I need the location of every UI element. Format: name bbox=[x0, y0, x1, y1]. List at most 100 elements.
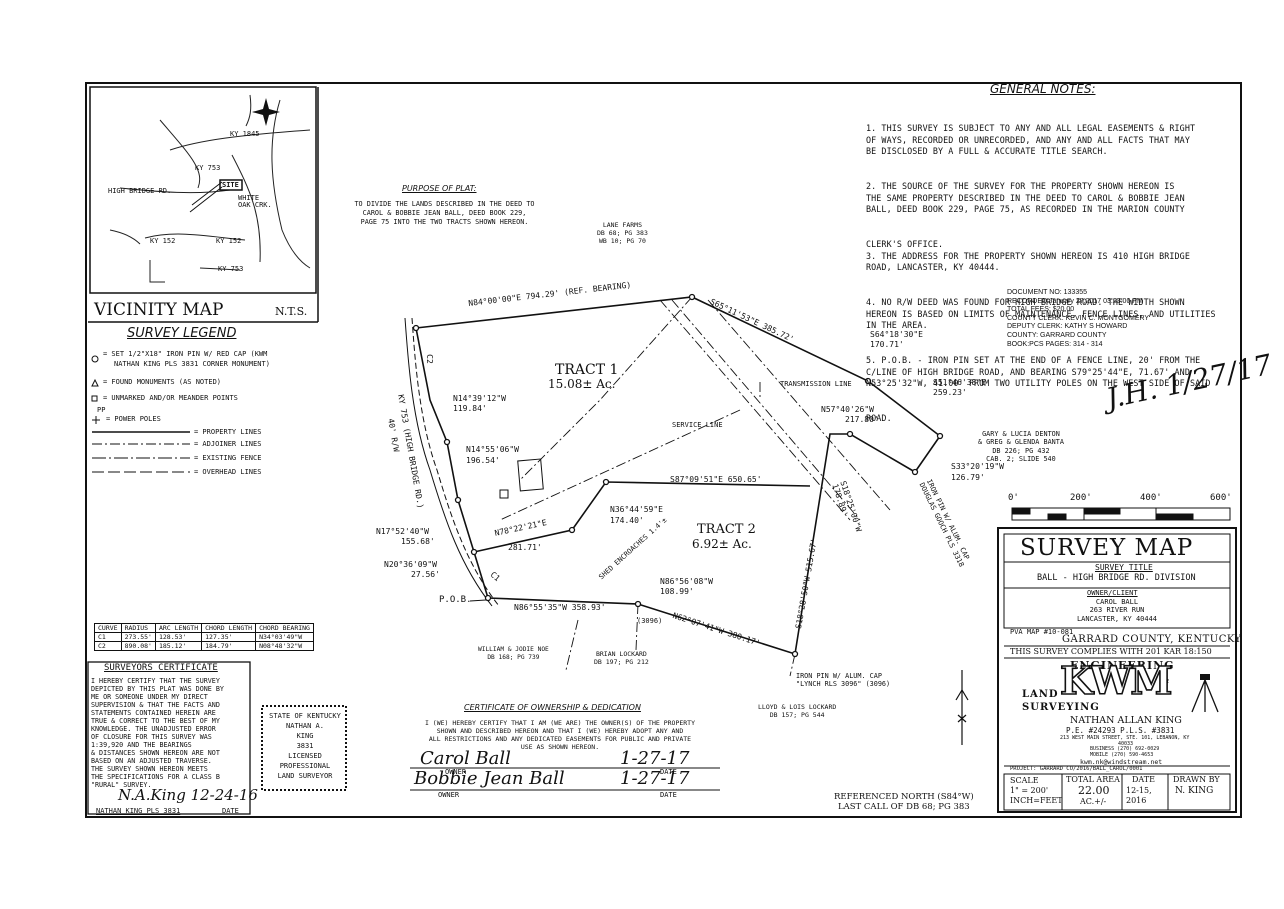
vicinity-map-title: VICINITY MAP bbox=[94, 300, 224, 320]
scale-value: 1" = 200' bbox=[1010, 786, 1049, 795]
tract2-name: TRACT 2 bbox=[697, 522, 756, 537]
label-ky152-west: KY 152 bbox=[150, 237, 176, 245]
transmission-line-label: TRANSMISSION LINE bbox=[780, 380, 852, 388]
surveyor-name: NATHAN ALLAN KING bbox=[1070, 715, 1182, 726]
title-block-frames bbox=[997, 527, 1237, 813]
distance-n36: 174.40' bbox=[610, 516, 644, 525]
surveyor-date-label: DATE bbox=[222, 807, 239, 815]
label-ky152-east: KY 152 bbox=[216, 237, 242, 245]
bearing-n57: N57°40'26"W bbox=[821, 405, 874, 414]
surveyor-cert-frame bbox=[87, 661, 251, 815]
scale-600: 600' bbox=[1210, 493, 1232, 503]
utility-lines bbox=[499, 296, 891, 521]
distance-s33: 126.79' bbox=[951, 473, 985, 482]
scale-bar bbox=[1011, 507, 1231, 521]
label-ky753-south: KY 753 bbox=[218, 265, 244, 273]
scale-label: SCALE bbox=[1010, 776, 1039, 785]
distance-n17: 155.68' bbox=[401, 537, 435, 546]
bearing-n14b: N14°55'06"W bbox=[466, 445, 519, 454]
survey-title-label: SURVEY TITLE bbox=[1095, 563, 1153, 572]
firm-email: kwm.nk@windstream.net bbox=[1080, 758, 1163, 766]
bearing-n86a: N86°55'35"W 358.93' bbox=[514, 603, 606, 612]
complies-label: THIS SURVEY COMPLIES WITH 201 KAR 18:150 bbox=[1010, 647, 1212, 656]
legend-overhead-lines: = OVERHEAD LINES bbox=[194, 468, 262, 476]
pob-label: P.O.B. bbox=[439, 595, 472, 605]
legend-found-monuments: = FOUND MONUMENTS (AS NOTED) bbox=[103, 378, 222, 386]
label-site: SITE bbox=[222, 181, 239, 189]
bearing-s64: S64°18'30"E bbox=[870, 330, 923, 339]
total-area-value: 22.00 bbox=[1078, 784, 1110, 797]
county-label: GARRARD COUNTY, KENTUCKY bbox=[1062, 634, 1242, 645]
pva-map: PVA MAP #10-081 bbox=[1010, 628, 1074, 636]
label-ky1845: KY 1845 bbox=[230, 130, 260, 138]
scale-400: 400' bbox=[1140, 493, 1162, 503]
distance-n14a: 119.84' bbox=[453, 404, 487, 413]
owner-date-2: 1-27-17 bbox=[620, 768, 690, 789]
label-ky753: KY 753 bbox=[195, 164, 221, 172]
distance-n86b: 108.99' bbox=[660, 587, 694, 596]
vicinity-map-frame bbox=[89, 86, 317, 294]
firm-address: 213 WEST MAIN STREET, STE. 101, LEBANON,… bbox=[1060, 735, 1190, 741]
date-label-2: DATE bbox=[660, 791, 677, 799]
legend-property-lines: = PROPERTY LINES bbox=[194, 428, 262, 436]
vicinity-map-scale: N.T.S. bbox=[275, 305, 308, 318]
referenced-north: REFERENCED NORTH (S84°W)LAST CALL OF DB … bbox=[834, 792, 974, 812]
firm-zip: 40033 bbox=[1118, 741, 1134, 747]
distance-s64: 170.71' bbox=[870, 340, 904, 349]
lynch-pin-label: IRON PIN W/ ALUM. CAP"LYNCH RLS 3096" (3… bbox=[796, 672, 891, 689]
owner-date-1: 1-27-17 bbox=[620, 748, 690, 769]
survey-title-value: BALL - HIGH BRIDGE RD. DIVISION bbox=[1037, 573, 1196, 583]
surveyor-cert-title: SURVEYORS CERTIFICATE bbox=[104, 663, 218, 673]
tract1-area: 15.08± Ac. bbox=[548, 377, 616, 391]
ownership-cert-text: I (WE) HEREBY CERTIFY THAT I AM (WE ARE)… bbox=[424, 719, 696, 751]
buildings bbox=[499, 458, 544, 499]
owner-label-1: OWNER bbox=[445, 768, 467, 776]
legend-unmarked-points: = UNMARKED AND/OR MEANDER POINTS bbox=[103, 394, 238, 402]
legend-iron-pin: = SET 1/2"X18" IRON PIN W/ RED CAP (KWM bbox=[103, 350, 268, 358]
legend-title: SURVEY LEGEND bbox=[127, 326, 237, 341]
purpose-text: TO DIVIDE THE LANDS DESCRIBED IN THE DEE… bbox=[354, 200, 535, 226]
label-white-oak-crk: WHITE OAK CRK. bbox=[238, 194, 272, 209]
bearing-n14a: N14°39'12"W bbox=[453, 394, 506, 403]
bearing-n20: N20°36'09"W bbox=[384, 560, 437, 569]
general-notes: 1. THIS SURVEY IS SUBJECT TO ANY AND ALL… bbox=[866, 123, 1216, 424]
firm-surveying: SURVEYING bbox=[1022, 702, 1100, 713]
bearing-s33: S33°20'19"W bbox=[951, 462, 1004, 471]
surveyor-seal-frame bbox=[261, 705, 347, 791]
distance-s51: 259.23' bbox=[933, 388, 967, 397]
total-area-unit: AC.+/- bbox=[1080, 797, 1107, 806]
pob-arrow bbox=[469, 599, 487, 602]
firm-logo: KWM bbox=[1059, 658, 1173, 703]
tract2-area: 6.92± Ac. bbox=[692, 537, 752, 551]
owner-signature-lines bbox=[410, 767, 720, 791]
bearing-n86b: N86°56'08"W bbox=[660, 577, 713, 586]
purpose-title: PURPOSE OF PLAT: bbox=[402, 184, 477, 193]
bearing-n36: N36°44'59"E bbox=[610, 505, 663, 514]
label-high-bridge-rd: HIGH BRIDGE RD. bbox=[108, 187, 172, 195]
total-area-label: TOTAL AREA bbox=[1066, 775, 1120, 784]
scale-0: 0' bbox=[1008, 493, 1019, 503]
project-code: PROJECT: GARRARD CO/2016/BALL_CAROL/0001 bbox=[1010, 766, 1143, 772]
owner-client-label: OWNER/CLIENT bbox=[1087, 589, 1138, 597]
denton-adjoiner: GARY & LUCIA DENTON& GREG & GLENDA BANTA… bbox=[978, 430, 1064, 464]
firm-mobile-phone: MOBILE (270) 590-4653 bbox=[1090, 752, 1154, 758]
reference-north-arrow-icon bbox=[955, 670, 969, 745]
distance-n78: 281.71' bbox=[508, 543, 542, 552]
date-label: DATE bbox=[1132, 775, 1155, 784]
legend-power-poles: = POWER POLES bbox=[106, 415, 161, 423]
owner-signature-2: Bobbie Jean Ball bbox=[414, 768, 565, 789]
distance-n14b: 196.54' bbox=[466, 456, 500, 465]
general-notes-heading: GENERAL NOTES: bbox=[990, 82, 1096, 96]
firm-business-phone: BUSINESS (270) 692-0029 bbox=[1090, 746, 1160, 752]
bearing-n17: N17°52'40"W bbox=[376, 527, 429, 536]
bearing-s51: S51°46'38"E bbox=[933, 378, 986, 387]
scale-200: 200' bbox=[1070, 493, 1092, 503]
title-block-title: SURVEY MAP bbox=[1020, 535, 1194, 561]
drawn-by-label: DRAWN BY bbox=[1173, 775, 1220, 784]
legend-pp: PP bbox=[97, 406, 106, 414]
